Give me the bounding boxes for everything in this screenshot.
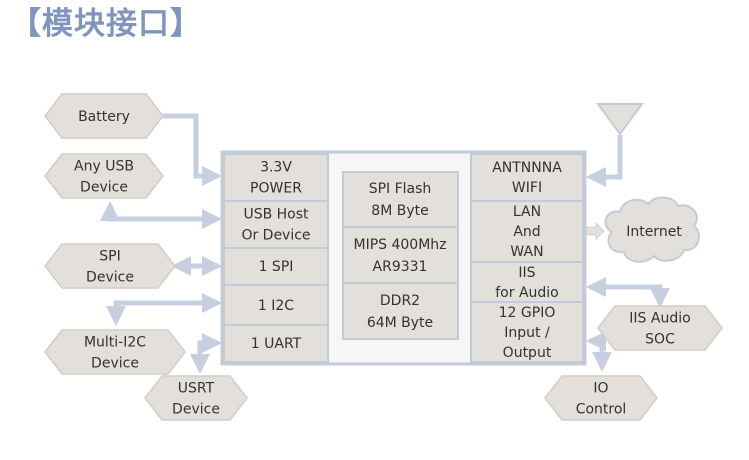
hex-io xyxy=(544,375,658,421)
hex-uart xyxy=(144,375,248,421)
connector-uart xyxy=(190,333,222,374)
hex-battery xyxy=(44,93,164,139)
hex-iis-soc xyxy=(597,305,723,351)
antenna-icon xyxy=(596,103,644,136)
connectors xyxy=(100,113,670,374)
left-cell-label: 1 SPI xyxy=(259,259,294,275)
hex-spi xyxy=(44,243,176,289)
cell-power xyxy=(223,153,329,202)
cell-uart xyxy=(223,324,329,363)
cell-i2c xyxy=(223,284,329,326)
page-title: 【模块接口】 xyxy=(10,6,202,42)
connector-i2c xyxy=(106,293,222,326)
cell-lan xyxy=(470,200,584,263)
cell-usb xyxy=(223,200,329,249)
internet-cloud-icon xyxy=(604,196,700,263)
internet-label: Internet xyxy=(626,224,682,240)
connector-iis xyxy=(586,277,670,308)
cell-gpio xyxy=(470,301,584,363)
cell-wifi xyxy=(470,153,584,202)
left-column xyxy=(223,153,329,363)
connector-usb xyxy=(100,201,222,229)
right-column xyxy=(470,153,584,363)
left-cell-label: 1 UART xyxy=(251,336,302,352)
battery-label: Battery xyxy=(78,109,130,125)
cell-flash xyxy=(342,171,459,228)
cell-spi xyxy=(223,247,329,286)
connector-gpio xyxy=(586,331,612,372)
cell-cpu xyxy=(342,226,459,284)
left-cell-label: 1 I2C xyxy=(258,298,294,314)
center-column xyxy=(342,171,459,340)
cell-ddr xyxy=(342,282,459,340)
connector-antenna xyxy=(586,135,623,187)
cell-iis xyxy=(470,261,584,303)
connector-battery xyxy=(163,113,222,186)
hex-i2c xyxy=(44,329,186,375)
hex-usb xyxy=(44,153,164,199)
